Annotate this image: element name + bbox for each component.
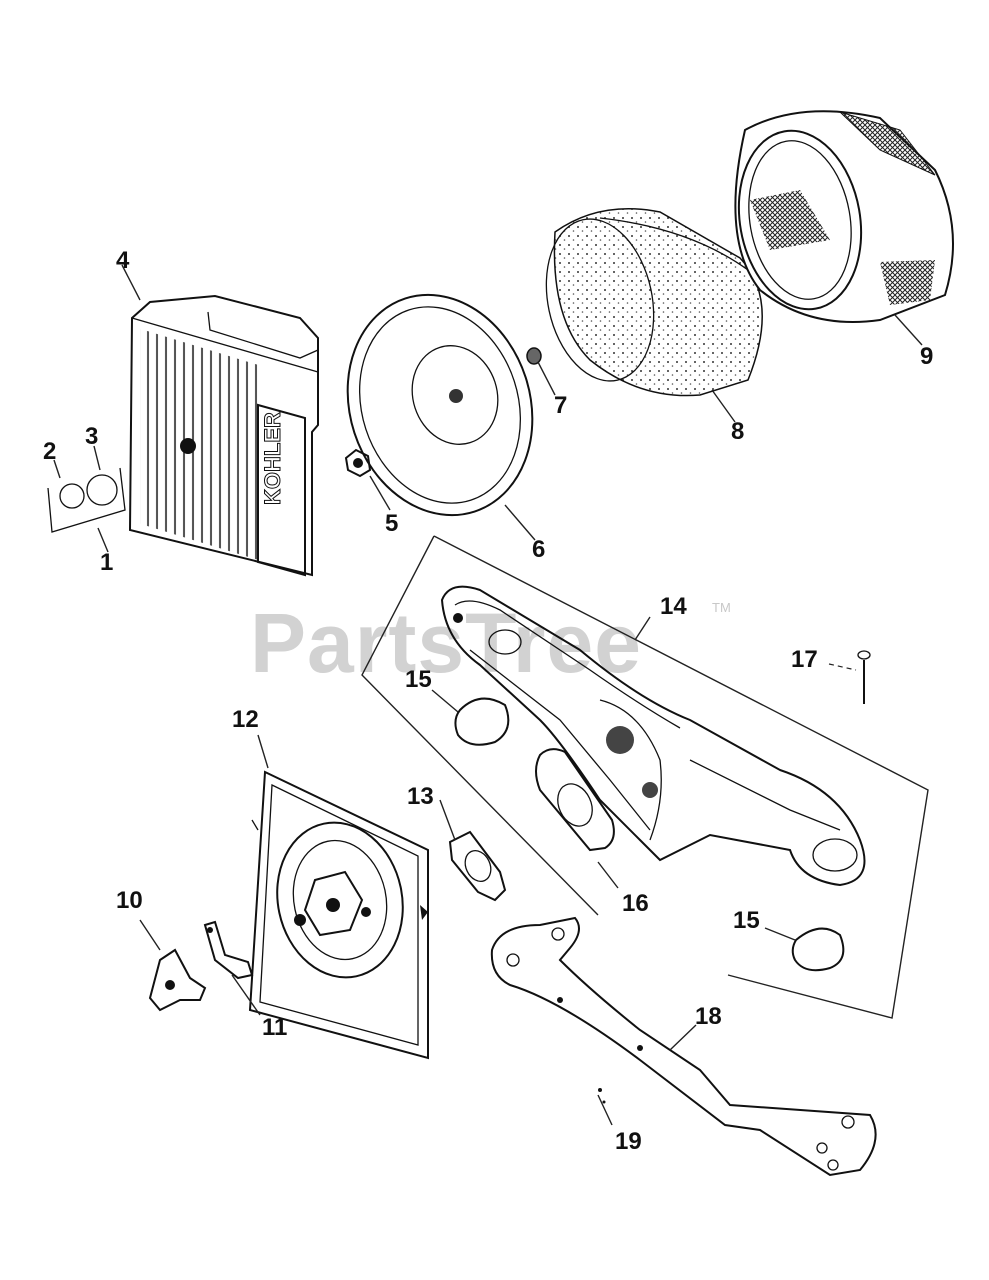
part-1-2-3-bracket-washers: [47, 467, 126, 533]
leader-lines: [53, 264, 923, 1126]
watermark: PartsTree TM: [250, 596, 731, 690]
callout-13: 13: [407, 783, 434, 810]
callout-17: 17: [791, 646, 818, 673]
part-12-back-plate: [248, 770, 429, 1060]
part-10-bracket: [148, 948, 207, 1012]
callout-16: 16: [622, 890, 649, 917]
callout-9: 9: [920, 343, 933, 370]
callout-14: 14: [660, 593, 687, 620]
callout-19: 19: [615, 1128, 642, 1155]
callout-11: 11: [262, 1014, 287, 1041]
part-18-support-bracket: [490, 916, 877, 1177]
kit-outline-box: [361, 535, 929, 1019]
callout-7: 7: [554, 392, 567, 419]
part-15-gasket-lower: [791, 927, 845, 972]
part-13-gasket: [448, 830, 507, 902]
callout-18: 18: [695, 1003, 722, 1030]
callout-3: 3: [85, 423, 98, 450]
part-16-gasket-plate: [535, 748, 615, 852]
callout-labels: 4 2 3 1 5 6 7 8 9 14 17 15 12 13 16 15 1…: [43, 247, 933, 1155]
part-9-air-filter-element: [734, 110, 954, 323]
watermark-text: PartsTree: [250, 596, 642, 690]
callout-6: 6: [532, 536, 545, 563]
part-8-pre-cleaner: [545, 207, 763, 397]
part-19-pin: [598, 1088, 606, 1104]
callout-2: 2: [43, 438, 56, 465]
callout-5: 5: [385, 510, 398, 537]
part-14-air-cleaner-adapter: [440, 585, 866, 887]
callout-10: 10: [116, 887, 143, 914]
part-5-wing-nut: [344, 448, 372, 478]
kohler-brand-label: KOHLER: [260, 412, 285, 505]
callout-1: 1: [100, 549, 113, 576]
callout-4: 4: [116, 247, 130, 274]
part-7-nut: [526, 347, 542, 365]
part-4-air-cleaner-cover: KOHLER: [128, 294, 319, 577]
callout-15-lower: 15: [733, 907, 760, 934]
part-6-base-plate: [346, 293, 534, 517]
callout-15-upper: 15: [405, 666, 432, 693]
part-17-screw: [857, 650, 871, 704]
callout-12: 12: [232, 706, 259, 733]
callout-8: 8: [731, 418, 744, 445]
part-15-gasket-upper: [454, 697, 510, 746]
watermark-tm: TM: [712, 600, 731, 615]
part-11-clip: [203, 920, 254, 980]
